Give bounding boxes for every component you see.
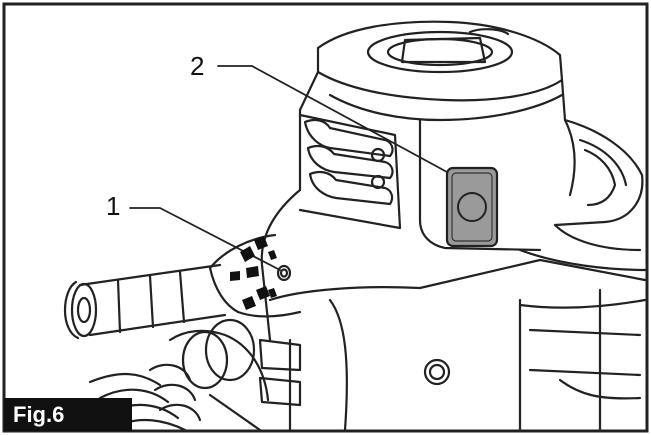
- power-switch-button: [445, 166, 499, 248]
- callout-number-2: 2: [190, 51, 205, 81]
- indicator-lamp-rays: [230, 236, 277, 310]
- housing-top-cap: [316, 20, 564, 102]
- leader-line-2: [217, 65, 459, 179]
- rear-handle: [518, 118, 647, 272]
- side-vents: [298, 113, 402, 230]
- leader-line-1: [129, 207, 281, 271]
- power-cord: [64, 263, 227, 340]
- front-housing: [208, 233, 302, 318]
- callout-number-1: 1: [106, 191, 121, 221]
- lower-body: [258, 188, 647, 432]
- figure-label: Fig.6: [4, 398, 132, 431]
- upper-housing: [298, 70, 576, 252]
